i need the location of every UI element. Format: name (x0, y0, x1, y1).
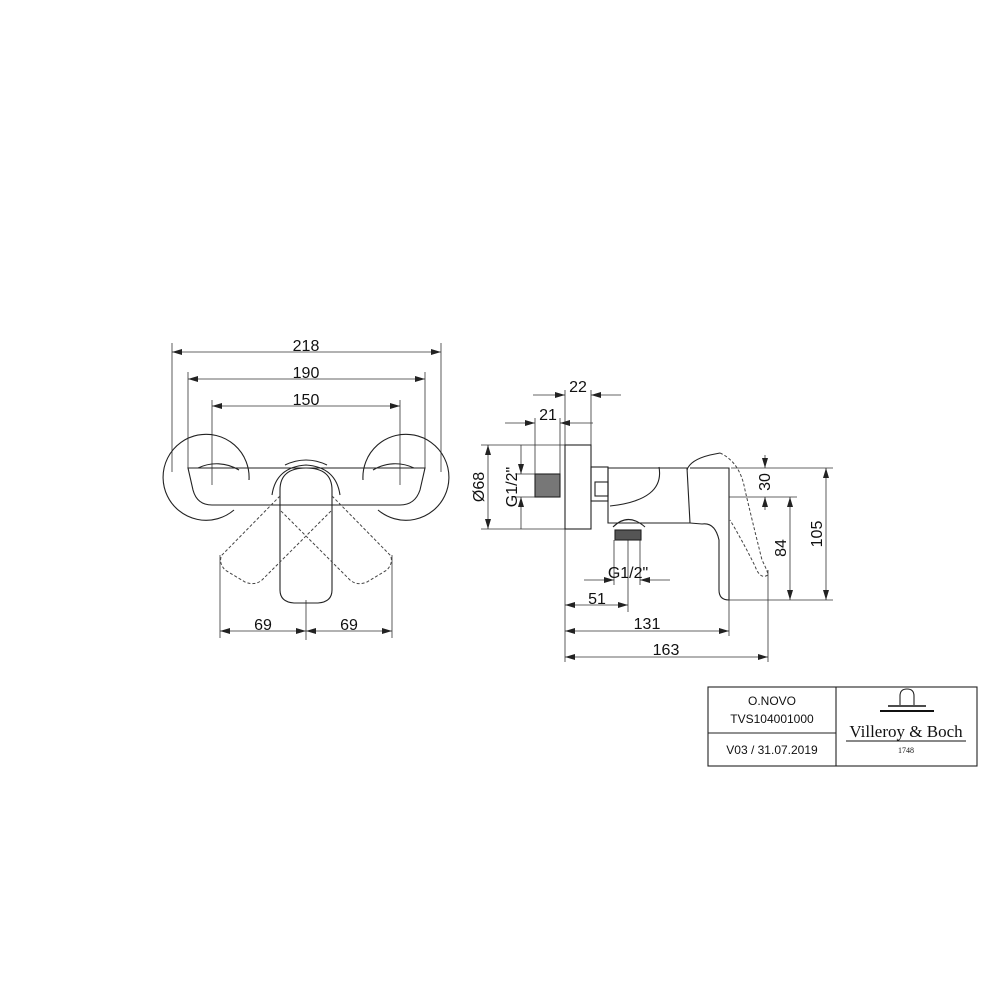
lever-swing-dashed-side (719, 452, 769, 577)
side-view: 22 21 Ø68 G1/2" G1/2" 30 84 105 51 131 1… (471, 379, 833, 662)
dim-218: 218 (293, 338, 320, 355)
dim-diameter-68: Ø68 (471, 472, 488, 502)
dim-150: 150 (293, 392, 320, 409)
title-block: O.NOVO TVS104001000 V03 / 31.07.2019 Vil… (707, 686, 978, 767)
inlet-thread (534, 473, 561, 498)
front-view: 218 190 150 69 69 (162, 338, 450, 640)
product-name: O.NOVO (748, 694, 796, 708)
dim-51: 51 (588, 591, 606, 608)
dim-21: 21 (539, 407, 557, 424)
dim-22: 22 (569, 379, 587, 396)
dim-84: 84 (773, 539, 790, 557)
dim-30: 30 (757, 473, 774, 491)
dim-105: 105 (809, 521, 826, 548)
mixer-body (187, 467, 426, 506)
dim-inlet-thread: G1/2" (504, 467, 521, 507)
left-rosette (162, 433, 250, 521)
dim-69-right: 69 (340, 617, 358, 634)
faucet-front-outline (162, 433, 450, 604)
faucet-side-outline (534, 444, 730, 601)
wall-rosette (564, 444, 592, 530)
dim-69-left: 69 (254, 617, 272, 634)
version-date: V03 / 31.07.2019 (726, 743, 818, 757)
lever-swing-dashed (220, 495, 392, 585)
dim-190: 190 (293, 365, 320, 382)
villeroy-boch-logo: Villeroy & Boch 1748 (846, 688, 966, 755)
lever-side (689, 467, 730, 601)
dim-163: 163 (653, 642, 680, 659)
side-dimension-lines (485, 392, 829, 660)
mixer-body-side (607, 467, 691, 524)
brand-name: Villeroy & Boch (849, 722, 963, 741)
front-dimension-lines (172, 349, 441, 634)
dim-131: 131 (634, 616, 661, 633)
front-extension-lines (171, 343, 442, 640)
right-rosette (362, 433, 450, 521)
dim-outlet-thread: G1/2" (608, 565, 648, 582)
article-number: TVS104001000 (730, 712, 814, 726)
outlet-thread (614, 529, 642, 541)
brand-year: 1748 (898, 746, 914, 755)
lever-handle (279, 467, 333, 604)
